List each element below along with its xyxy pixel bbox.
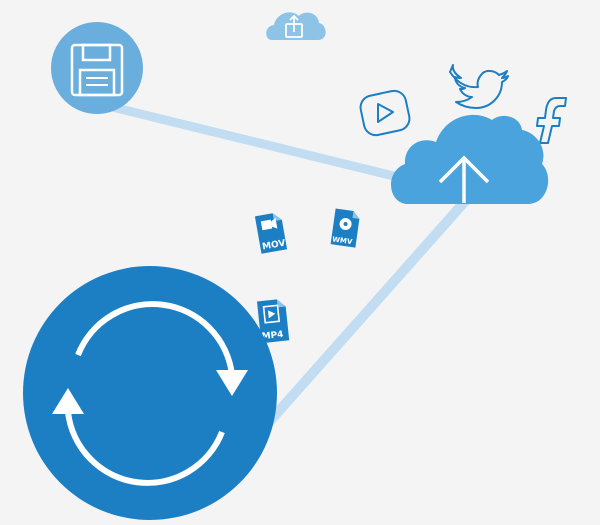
mov-file-label: MOV (262, 239, 287, 253)
mov-file-icon: MOV (254, 213, 288, 254)
youtube-play-icon (359, 89, 411, 137)
sync-refresh-icon (23, 266, 277, 520)
cloud-upload-icon (391, 114, 549, 204)
mp4-file-icon: MP4 (256, 299, 290, 344)
connector-sync-to-cloud (257, 193, 473, 435)
cloud-share-icon (266, 12, 326, 41)
facebook-f-icon (536, 97, 567, 144)
wmv-file-label: WMV (332, 235, 354, 246)
floppy-disk-icon (51, 22, 143, 114)
connector-save-to-cloud (95, 99, 415, 185)
mp4-file-label: MP4 (261, 330, 284, 342)
wmv-file-icon: WMV (330, 208, 360, 248)
twitter-bird-icon (449, 64, 509, 109)
